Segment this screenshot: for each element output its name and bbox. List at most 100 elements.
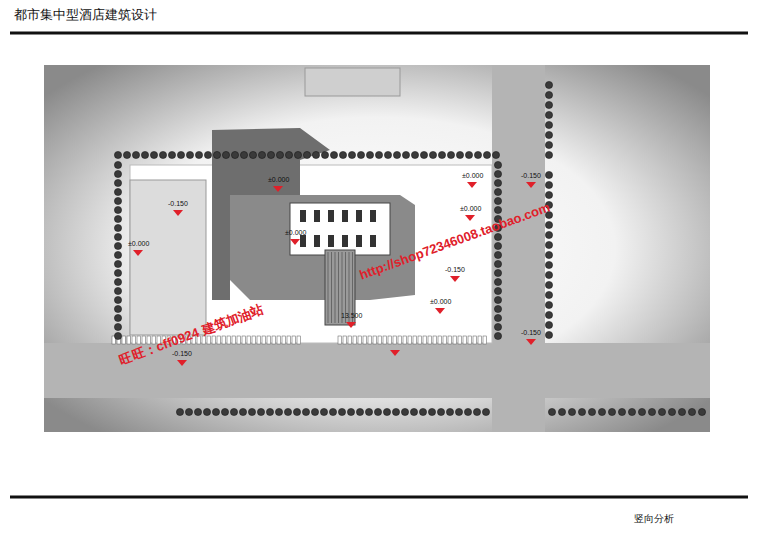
parking-stall [393,336,397,344]
parking-stall [443,336,447,344]
tree [311,408,318,415]
parking-stall [418,336,422,344]
elevation-triangle [467,182,477,188]
elevation-triangle [290,239,300,245]
tree [114,179,121,186]
tree [494,323,501,330]
tree [494,314,501,321]
elevation-label: -0.150 [172,350,192,358]
parking-stall [242,336,246,344]
title: 都市集中型酒店建筑设计 [14,6,157,24]
tree [545,121,552,128]
elevation-triangle [526,339,536,345]
tree [114,206,121,213]
tree [545,101,552,108]
roof-cell [300,210,306,222]
tree [464,408,471,415]
bridge-line [331,252,332,323]
tree [383,408,390,415]
tree [494,269,501,276]
parking-stall [373,336,377,344]
tree [494,260,501,267]
parking-stall [287,336,291,344]
tree [339,151,346,158]
tree [114,224,121,231]
parking-stall [353,336,357,344]
tree [658,408,665,415]
roof-cell [356,235,362,247]
tree [258,151,265,158]
roof-cell [314,235,320,247]
tree [494,332,501,339]
tree [628,408,635,415]
parking-stall [448,336,452,344]
tree [114,287,121,294]
elevation-triangle [450,276,460,282]
tree [375,151,382,158]
tree [494,188,501,195]
parking-stall [438,336,442,344]
parking-stall [257,336,261,344]
tree [141,151,148,158]
caption: 竖向分析 [634,512,674,526]
tree [195,151,202,158]
tree [212,408,219,415]
elevation-label: 13.500 [341,312,362,320]
tree [558,408,565,415]
tree [384,151,391,158]
parking-stall [383,336,387,344]
parking-stall [368,336,372,344]
parking-area [130,180,206,335]
tree [545,271,552,278]
tree [114,332,121,339]
tree [494,305,501,312]
tree [114,296,121,303]
parking-stall [212,336,216,344]
trees [114,81,705,415]
tree [276,151,283,158]
parking-stall [127,336,131,344]
bridge-line [328,252,329,323]
tree [114,260,121,267]
elevation-label: ±0.000 [460,205,481,213]
roof-cell [356,210,362,222]
parking-stall [458,336,462,344]
tree [482,408,489,415]
tree [429,151,436,158]
parking-stall [473,336,477,344]
tree [249,151,256,158]
parking-stall [398,336,402,344]
parking-stall [433,336,437,344]
tree [698,408,705,415]
tree [231,151,238,158]
tree [257,408,264,415]
elevation-label: ±0.000 [285,229,306,237]
roof-cell [342,235,348,247]
parking-stall [122,336,126,344]
tree [494,233,501,240]
tree [438,151,445,158]
tree [266,408,273,415]
elevation-triangle [465,215,475,221]
tree [240,151,247,158]
tree [186,151,193,158]
tree [347,408,354,415]
tree [294,151,301,158]
parking-stall [237,336,241,344]
tree [668,408,675,415]
parking-stall [413,336,417,344]
tree [545,321,552,328]
parking-stall [247,336,251,344]
tree [374,408,381,415]
tree [545,291,552,298]
tree [284,408,291,415]
tree [492,151,499,158]
tree [545,131,552,138]
tree [545,251,552,258]
tree [473,408,480,415]
tree [402,151,409,158]
tree [114,242,121,249]
tree [465,151,472,158]
tree [678,408,685,415]
tree [393,151,400,158]
